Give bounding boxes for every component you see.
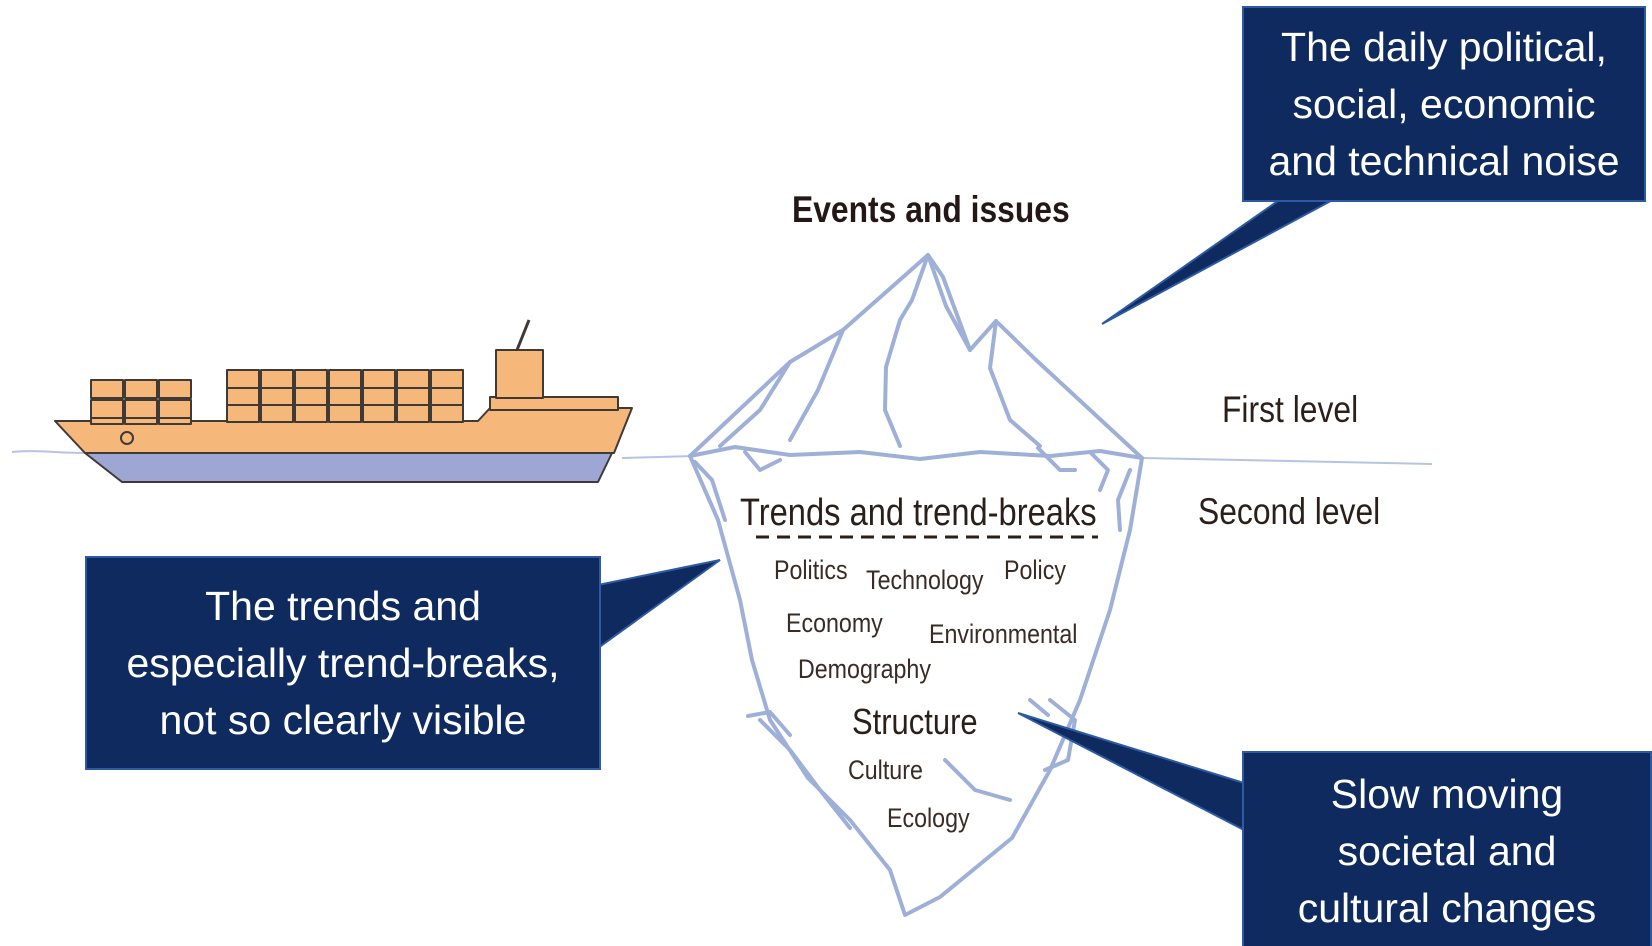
callout-slow-changes: Slow moving societal and cultural change… <box>1242 751 1652 946</box>
term-ecology: Ecology <box>887 803 970 833</box>
callout-left-line: not so clearly visible <box>159 696 527 743</box>
callout-left-line: especially trend-breaks, <box>126 639 560 686</box>
callout-trends: The trends and especially trend-breaks, … <box>85 556 601 770</box>
callout-bottom-line: societal and <box>1337 827 1557 874</box>
term-policy: Policy <box>1004 555 1066 585</box>
term-culture: Culture <box>848 755 923 785</box>
second-level-label: Second level <box>1198 491 1381 532</box>
callout-top-pointer <box>1101 195 1341 325</box>
term-demography: Demography <box>798 654 931 684</box>
term-politics: Politics <box>774 555 848 585</box>
first-level-label: First level <box>1222 389 1359 430</box>
term-technology: Technology <box>866 565 984 595</box>
callout-bottom-line: Slow moving <box>1330 770 1564 817</box>
callout-bottom-line: cultural changes <box>1297 884 1597 931</box>
structure-label: Structure <box>852 701 978 742</box>
term-economy: Economy <box>786 608 883 638</box>
term-environmental: Environmental <box>929 619 1078 649</box>
callout-left-line: The trends and <box>205 582 481 629</box>
callout-daily-noise: The daily political, social, economic an… <box>1242 6 1646 202</box>
container-ship-icon <box>54 319 633 483</box>
iceberg-icon <box>688 253 1144 917</box>
callout-top-line: The daily political, <box>1281 23 1607 70</box>
callout-left-pointer <box>597 559 721 650</box>
callout-top-line: social, economic <box>1292 80 1596 127</box>
callout-top-line: and technical noise <box>1268 137 1620 184</box>
callout-bottom-pointer <box>1017 712 1245 832</box>
trends-label: Trends and trend-breaks <box>740 492 1097 534</box>
events-issues-heading: Events and issues <box>792 189 1070 230</box>
